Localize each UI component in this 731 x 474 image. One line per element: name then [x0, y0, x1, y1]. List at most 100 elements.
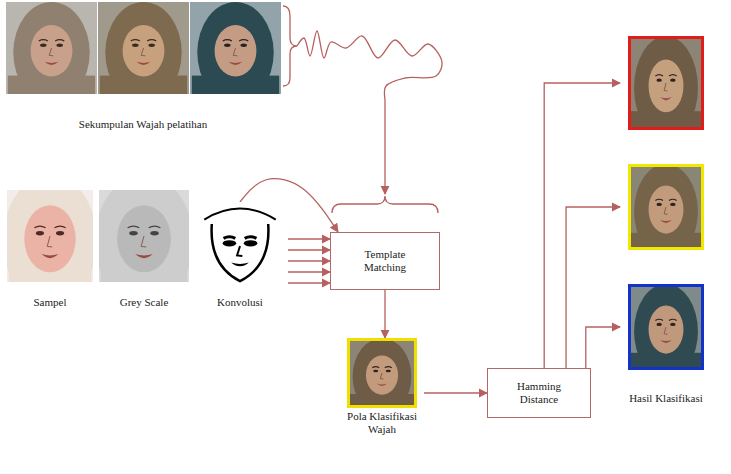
connector-line	[544, 83, 620, 368]
flow-connector	[424, 393, 487, 394]
flow-connector	[544, 83, 620, 368]
face-photo	[99, 190, 189, 282]
eyebrow	[149, 226, 161, 228]
eye	[129, 231, 137, 235]
text-holder: Sampel	[6, 296, 94, 309]
face	[24, 205, 75, 272]
text-holder: Sekumpulan Wajah pelatihan	[5, 118, 281, 131]
nose	[664, 327, 667, 334]
process-box: Template Matching	[330, 232, 440, 290]
eye	[244, 240, 258, 246]
image-caption: Grey Scale	[98, 296, 190, 309]
eye	[670, 323, 675, 326]
eyebrow	[224, 237, 236, 239]
face-photo	[347, 338, 417, 408]
eye	[670, 203, 675, 206]
face-photo	[98, 2, 189, 94]
box-label: Hamming Distance	[504, 380, 574, 406]
photo-frame	[349, 340, 416, 407]
eye	[132, 44, 139, 47]
eyebrow	[222, 40, 231, 41]
text-holder: Template Matching	[347, 248, 423, 274]
eye	[240, 44, 247, 47]
eye	[386, 370, 391, 373]
photo-frame	[630, 38, 703, 129]
mouth	[660, 220, 671, 223]
connector-line	[424, 392, 487, 393]
mouth	[231, 263, 249, 267]
mouth	[660, 97, 671, 100]
eyebrow	[34, 226, 45, 228]
connector-line	[288, 282, 330, 283]
nose	[664, 207, 667, 214]
nose	[233, 48, 237, 56]
eye	[656, 203, 661, 206]
photo-ground	[193, 202, 287, 290]
hijab	[7, 190, 93, 282]
face-photo	[193, 202, 287, 290]
mouth	[135, 254, 153, 258]
photo-frame	[630, 286, 703, 369]
eye	[150, 231, 158, 235]
greyscale-photo: Grey Scale	[98, 190, 190, 309]
text-holder: Konvolusi	[192, 296, 288, 309]
eyebrow	[669, 75, 677, 76]
eye	[224, 44, 231, 47]
image-caption: Hasil Klasifikasi	[620, 392, 712, 405]
photo-group	[620, 36, 712, 370]
eye	[373, 370, 378, 373]
face-photo	[628, 284, 704, 370]
face	[214, 25, 256, 77]
eye	[56, 231, 64, 235]
convolution-image: Konvolusi	[192, 202, 288, 309]
eyebrow	[372, 367, 379, 368]
eye	[656, 78, 661, 81]
face	[649, 306, 684, 354]
eyebrow	[128, 226, 140, 228]
shoulders	[99, 76, 186, 94]
eyebrow	[130, 40, 139, 41]
nose	[664, 83, 667, 91]
hijab	[99, 190, 189, 282]
image-caption: Konvolusi	[192, 296, 288, 309]
eyebrow	[55, 40, 64, 41]
result-photos: Hasil Klasifikasi	[620, 36, 712, 405]
connector-line	[586, 327, 620, 368]
eyebrow	[245, 237, 257, 239]
nose	[49, 48, 53, 56]
eyebrow	[38, 40, 47, 41]
sample-photo: Sampel	[6, 190, 94, 309]
photo-group	[5, 2, 281, 94]
input-bracket	[332, 196, 438, 213]
face	[649, 186, 684, 234]
nose	[237, 246, 242, 256]
text-holder: Pola Klasifikasi Wajah	[340, 410, 424, 436]
pattern-photo: Pola Klasifikasi Wajah	[340, 338, 424, 436]
process-box: Hamming Distance	[487, 368, 591, 418]
eyebrow	[385, 367, 392, 368]
nose	[141, 48, 145, 56]
eyebrow	[147, 40, 156, 41]
eyebrow	[239, 40, 248, 41]
image-caption: Sampel	[6, 296, 94, 309]
nose	[47, 236, 52, 247]
shoulders	[7, 76, 94, 94]
text-holder: Grey Scale	[98, 296, 190, 309]
connector-line	[288, 238, 330, 239]
eye	[56, 44, 63, 47]
eyebrow	[655, 75, 663, 76]
text-holder: Hamming Distance	[504, 380, 574, 406]
image-caption: Pola Klasifikasi Wajah	[340, 410, 424, 436]
connector-line	[288, 271, 330, 272]
image-caption: Sekumpulan Wajah pelatihan	[5, 118, 281, 131]
face-photo	[190, 2, 281, 94]
connector-line	[297, 31, 442, 100]
connector-line	[566, 207, 620, 368]
mouth	[377, 384, 388, 386]
mouth	[44, 62, 58, 65]
mouth	[228, 62, 242, 65]
connector-line	[384, 290, 385, 338]
face	[366, 356, 398, 395]
photo-group	[98, 190, 190, 282]
